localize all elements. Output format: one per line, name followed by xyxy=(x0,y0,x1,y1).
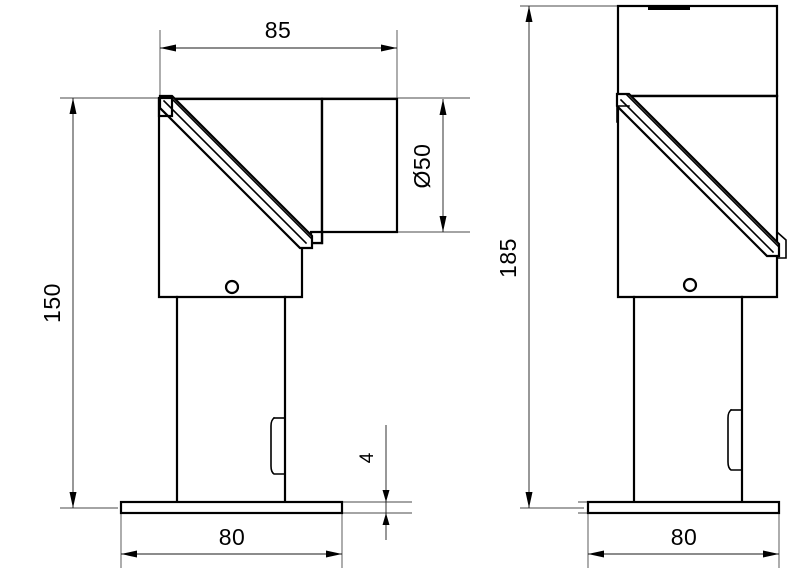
right-view-louvre-step xyxy=(616,93,630,123)
right-view-louvre-end-step xyxy=(775,230,787,259)
louvre-line-2 xyxy=(167,94,313,240)
left-view-lens-cylinder xyxy=(309,97,399,245)
dim-85-arrow-right xyxy=(381,44,397,52)
left-view: 85 Ø50 150 4 80 xyxy=(39,17,470,568)
louvre-line-2-right xyxy=(624,92,780,248)
base-plate-right xyxy=(586,500,781,515)
right-view: 185 80 xyxy=(495,4,787,568)
dim-d50-label: Ø50 xyxy=(409,144,435,189)
dimension-80-left: 80 xyxy=(121,524,342,558)
dim-4-label: 4 xyxy=(357,452,378,463)
dimension-4: 4 xyxy=(357,425,390,540)
dim-80-left-arrow-right xyxy=(326,550,342,558)
stem-slot xyxy=(270,416,286,475)
dim-185-label: 185 xyxy=(495,238,521,278)
dimension-85: 85 xyxy=(160,17,397,52)
mounting-hole-right xyxy=(682,277,698,293)
right-view-extension-lines xyxy=(520,5,780,568)
dim-150-arrow-top xyxy=(69,98,77,114)
louvre-line-1-right xyxy=(619,98,775,254)
dim-185-arrow-bottom xyxy=(525,492,533,508)
dim-150-label: 150 xyxy=(39,283,65,323)
left-view-stem xyxy=(175,295,287,506)
dimension-d50: Ø50 xyxy=(409,99,447,232)
dim-80-right-label: 80 xyxy=(671,524,698,550)
dim-80-left-arrow-left xyxy=(121,550,137,558)
right-view-stem xyxy=(632,295,744,506)
right-view-top-edge-accent xyxy=(648,5,690,10)
dim-80-right-arrow-left xyxy=(588,550,604,558)
dim-d50-arrow-top xyxy=(439,99,447,115)
stem-slot-right xyxy=(727,408,743,471)
dim-80-right-arrow-right xyxy=(763,550,779,558)
dim-80-left-label: 80 xyxy=(219,524,246,550)
base-plate xyxy=(119,500,344,515)
dimension-150: 150 xyxy=(39,98,77,508)
left-view-corner-detail xyxy=(157,96,174,118)
dimension-185: 185 xyxy=(495,6,533,508)
louvre-line-1 xyxy=(162,99,308,245)
mounting-hole xyxy=(224,279,240,295)
dim-4-arrow-top xyxy=(382,490,390,502)
right-view-head-block xyxy=(616,4,779,98)
dim-150-arrow-bottom xyxy=(69,492,77,508)
dim-185-arrow-top xyxy=(525,6,533,22)
dim-85-label: 85 xyxy=(265,17,292,43)
dimension-80-right: 80 xyxy=(588,524,779,558)
dim-d50-arrow-bottom xyxy=(439,216,447,232)
dim-4-arrow-bottom xyxy=(382,513,390,525)
dim-85-arrow-left xyxy=(160,44,176,52)
